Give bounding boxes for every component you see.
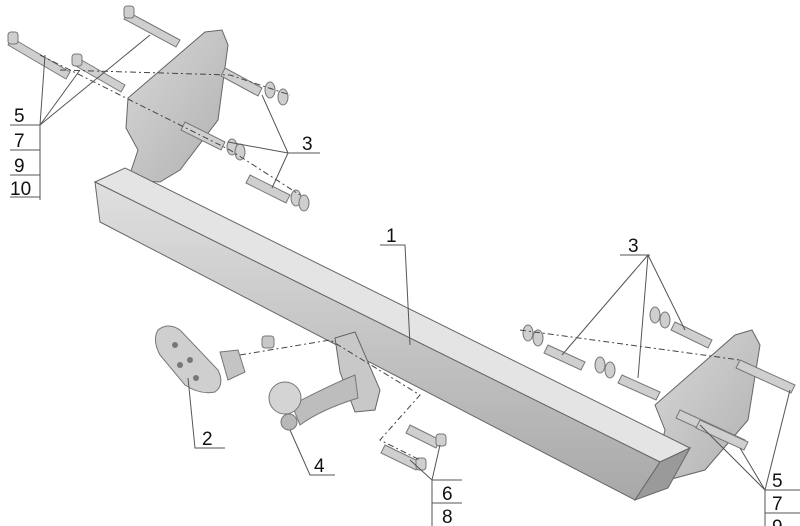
callout-3-right: 3 <box>628 236 639 257</box>
socket-hole <box>172 342 178 348</box>
socket-bracket <box>219 349 246 381</box>
callout-9-left: 9 <box>14 156 25 177</box>
bolts-right-group <box>380 306 796 471</box>
callout-8: 8 <box>442 507 453 526</box>
callout-2: 2 <box>202 429 213 450</box>
socket-hole <box>187 357 193 363</box>
callout-4: 4 <box>314 456 325 477</box>
callout-7-left: 7 <box>14 131 25 152</box>
leader-lines <box>10 34 800 526</box>
callout-6: 6 <box>442 484 453 505</box>
callout-7-right: 7 <box>772 494 783 515</box>
callout-5-left: 5 <box>14 106 25 127</box>
socket-hole <box>177 362 183 368</box>
left-bracket <box>125 29 229 183</box>
tow-ball <box>268 381 302 415</box>
socket-hole <box>193 375 199 381</box>
tow-ball-neck <box>280 413 298 431</box>
callout-5-right: 5 <box>772 471 783 492</box>
main-beam-top <box>93 167 692 463</box>
callout-3-left: 3 <box>302 134 313 155</box>
ball-mount-plate <box>334 331 381 413</box>
callout-9-right: 9 <box>772 517 783 526</box>
nut <box>261 335 275 349</box>
ball-mount-arm <box>291 374 359 426</box>
callout-1: 1 <box>386 226 397 247</box>
callout-10-left: 10 <box>10 179 31 200</box>
main-beam-end <box>633 446 692 501</box>
assembly-axis-lines <box>39 54 741 461</box>
